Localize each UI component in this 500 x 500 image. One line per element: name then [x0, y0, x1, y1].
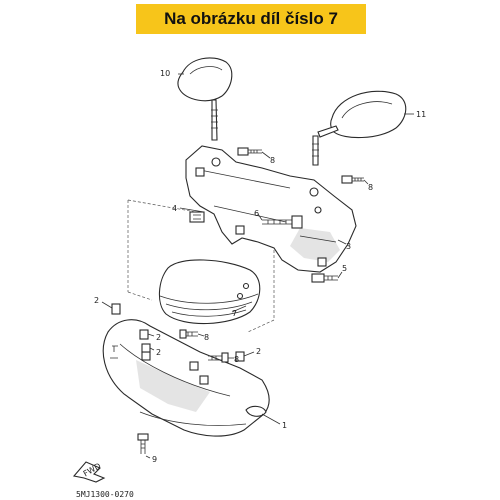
- label-part-3: 3: [346, 242, 351, 251]
- screw-8-lower-center[interactable]: [179, 329, 198, 339]
- label-part-8-c: 8: [204, 333, 209, 342]
- handlebar-cover[interactable]: [185, 145, 357, 273]
- label-part-6: 6: [254, 209, 259, 218]
- label-part-8-d: 8: [234, 355, 239, 364]
- nut-2-lower[interactable]: [141, 343, 151, 353]
- label-part-1: 1: [282, 421, 287, 430]
- label-part-2-d: 2: [256, 347, 261, 356]
- title-banner: Na obrázku díl číslo 7: [136, 4, 366, 34]
- label-part-11: 11: [416, 110, 426, 119]
- label-part-8-a: 8: [270, 156, 275, 165]
- page-title: Na obrázku díl číslo 7: [164, 9, 338, 28]
- screw-8-upper-left[interactable]: [237, 147, 262, 156]
- screw-5[interactable]: [311, 273, 338, 283]
- right-mirror[interactable]: [312, 90, 407, 166]
- label-part-7: 7: [232, 309, 237, 318]
- label-part-2-a: 2: [94, 296, 99, 305]
- diagram-code: 5MJ1300-0270: [76, 490, 134, 499]
- label-part-9: 9: [152, 455, 157, 464]
- nut-2-right[interactable]: [235, 351, 245, 362]
- left-mirror[interactable]: [177, 57, 233, 141]
- label-part-2-c: 2: [156, 348, 161, 357]
- label-part-4: 4: [172, 204, 177, 213]
- screw-9[interactable]: [137, 433, 149, 454]
- clip-4[interactable]: [189, 211, 205, 223]
- top-cover-part-7[interactable]: [158, 259, 261, 325]
- fwd-arrow-icon: FWD: [72, 461, 106, 483]
- nut-2-center[interactable]: [139, 329, 149, 340]
- label-part-2-b: 2: [156, 333, 161, 342]
- label-part-10: 10: [160, 69, 170, 78]
- screw-8-lower-right[interactable]: [208, 352, 229, 363]
- label-part-8-b: 8: [368, 183, 373, 192]
- screw-8-upper-right[interactable]: [341, 175, 364, 184]
- label-part-5: 5: [342, 264, 347, 273]
- screw-6[interactable]: [262, 215, 303, 229]
- nut-2-left[interactable]: [111, 303, 121, 315]
